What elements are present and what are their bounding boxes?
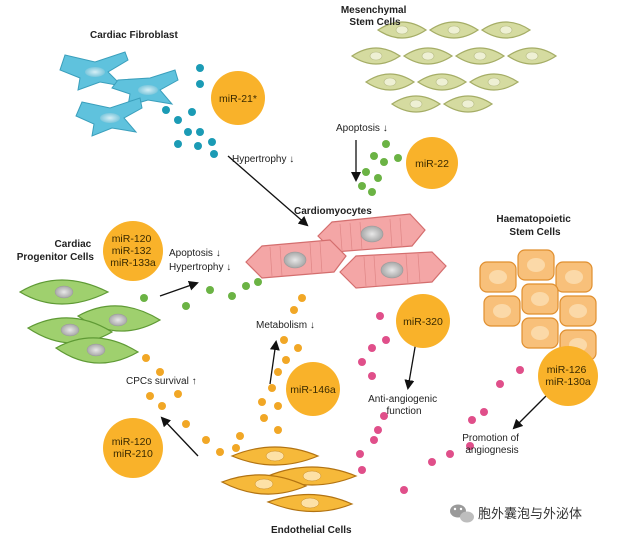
cardiac-fibroblast-label: Cardiac Fibroblast [90, 30, 178, 41]
endothelial-cells [220, 446, 358, 513]
cpcs-survival-label: CPCs survival ↑ [126, 376, 197, 387]
cardiac-progenitor-nuclei [54, 285, 128, 357]
cardiomyocyte-striations [269, 217, 421, 287]
arrow-endothelial-metabolism [269, 340, 280, 385]
svg-text:miR-320: miR-320 [403, 316, 443, 328]
endothelial-cells-label: Endothelial Cells [271, 525, 352, 536]
metabolism-label: Metabolism ↓ [256, 320, 315, 331]
cardiomyocytes-label: Cardiomyocytes [294, 206, 372, 217]
arrow-endothelial-to-cpc [160, 416, 199, 457]
mirna-bubble-angiogenic: miR-320 [396, 294, 450, 348]
arrow-fibroblast-to-cardiomyocytes [227, 155, 309, 227]
cardiomyocyte-cells [245, 213, 447, 289]
watermark: 胞外囊泡与外泌体 [450, 504, 582, 523]
endothelial-nuclei [254, 450, 322, 509]
promotion-angiogenesis-label: Promotion of angiognesis [462, 433, 521, 456]
mirna-bubble-msc: miR-22 [406, 137, 458, 189]
cardiac-fibroblast-cells [59, 51, 179, 137]
wechat-icon [450, 504, 474, 523]
svg-text:miR-120 miR-132 mi: miR-120 miR-132 miR-133a [110, 233, 156, 269]
svg-text:miR-22: miR-22 [415, 158, 449, 170]
mirna-bubble-metabolism: miR-146a [286, 362, 340, 416]
svg-text:miR-146a: miR-146a [290, 384, 336, 396]
haematopoietic-stem-cells-label: Haematopoietic Stem Cells [496, 214, 573, 238]
svg-text:miR-21*: miR-21* [219, 93, 257, 105]
svg-text:miR-120 miR-210: miR-120 miR-210 [112, 436, 155, 460]
mesenchymal-stem-cells [350, 21, 558, 113]
svg-text:miR-126 miR-130a: miR-126 miR-130a [545, 364, 591, 388]
mirna-bubble-hsc: miR-126 miR-130a [538, 346, 598, 406]
apoptosis-msc-label: Apoptosis ↓ [336, 123, 388, 134]
mesenchymal-nuclei [369, 25, 539, 109]
cardiac-progenitor-cells-label: Cardiac Progenitor Cells [17, 239, 95, 263]
arrow-cpc-to-cardiomyocytes [159, 280, 199, 297]
vesicles-orange [142, 294, 306, 456]
apoptosis-cpc-label: Apoptosis ↓ [169, 248, 221, 259]
hypertrophy-label: Hypertrophy ↓ [232, 154, 294, 165]
mirna-bubble-cpc-survival: miR-120 miR-210 [103, 418, 163, 478]
vesicles-blue [162, 64, 218, 158]
mirna-bubble-fibroblast: miR-21* [211, 71, 265, 125]
cardiomyocyte-nuclei [283, 225, 404, 279]
hypertrophy-cpc-label: Hypertrophy ↓ [169, 262, 231, 273]
watermark-text: 胞外囊泡与外泌体 [478, 506, 582, 522]
anti-angiogenic-label: Anti-angiogenic function [368, 394, 440, 417]
vesicles-green [140, 140, 402, 310]
arrow-hsc-promotion [512, 395, 547, 430]
vesicles-pink [356, 312, 524, 494]
mesenchymal-stem-cells-label: Mesenchymal Stem Cells [341, 5, 409, 28]
mirna-bubble-progenitor: miR-120 miR-132 miR-133a [103, 221, 163, 281]
